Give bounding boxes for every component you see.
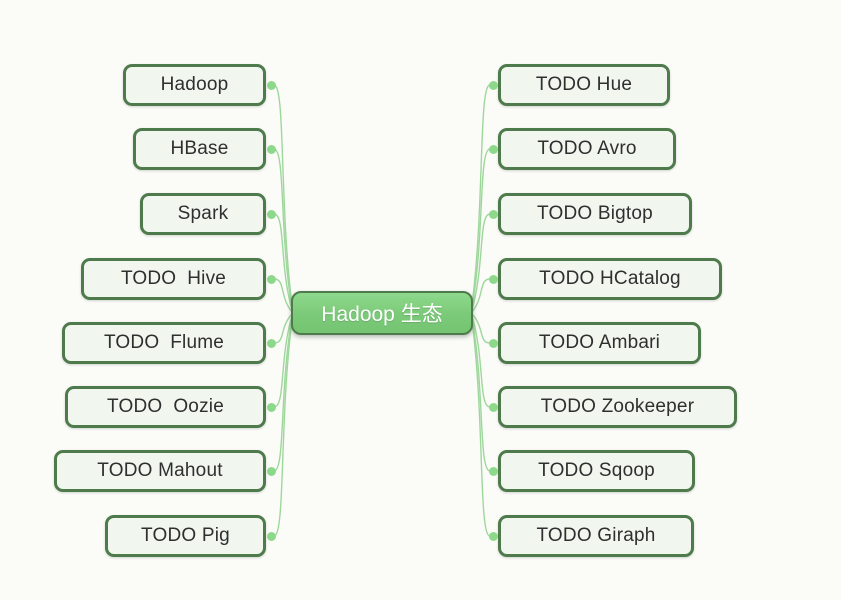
connector-dot-todo-hive bbox=[266, 274, 276, 284]
edge-connector bbox=[470, 312, 491, 537]
connector-dot-todo-zookeeper bbox=[488, 402, 498, 412]
edge-connector bbox=[470, 278, 491, 314]
connector-dot-hbase bbox=[266, 144, 276, 154]
edge-connector bbox=[273, 84, 294, 314]
node-label: TODO Bigtop bbox=[537, 203, 653, 224]
node-label: TODO Giraph bbox=[536, 525, 656, 546]
connector-dot-todo-ambari bbox=[488, 338, 498, 348]
node-todo-pig[interactable]: TODO Pig bbox=[105, 515, 266, 557]
node-todo-zookeeper[interactable]: TODO Zookeeper bbox=[498, 386, 737, 428]
node-todo-hue[interactable]: TODO Hue bbox=[498, 64, 670, 106]
edge-connector bbox=[470, 312, 491, 408]
connector-dot-todo-mahout bbox=[266, 466, 276, 476]
node-label: TODO Sqoop bbox=[538, 460, 655, 481]
node-todo-hcatalog[interactable]: TODO HCatalog bbox=[498, 258, 722, 300]
node-label: Spark bbox=[177, 203, 229, 224]
edge-connector bbox=[273, 312, 294, 537]
connector-dot-todo-sqoop bbox=[488, 466, 498, 476]
edge-connector bbox=[273, 312, 294, 472]
edge-connector bbox=[470, 312, 491, 472]
node-hbase[interactable]: HBase bbox=[133, 128, 266, 170]
edge-connector bbox=[273, 312, 294, 408]
node-todo-flume[interactable]: TODO Flume bbox=[62, 322, 266, 364]
node-label: TODO Zookeeper bbox=[540, 396, 695, 417]
connector-dot-todo-bigtop bbox=[488, 209, 498, 219]
node-label: TODO Ambari bbox=[538, 332, 661, 353]
node-spark[interactable]: Spark bbox=[140, 193, 266, 235]
node-label: Hadoop bbox=[160, 74, 229, 95]
edge-connector bbox=[470, 84, 491, 314]
connector-dot-spark bbox=[266, 209, 276, 219]
node-label: TODO Hive bbox=[120, 268, 227, 289]
node-todo-bigtop[interactable]: TODO Bigtop bbox=[498, 193, 692, 235]
node-todo-giraph[interactable]: TODO Giraph bbox=[498, 515, 694, 557]
node-label: TODO Pig bbox=[141, 525, 230, 546]
edge-connector bbox=[273, 213, 294, 314]
node-hadoop[interactable]: Hadoop bbox=[123, 64, 266, 106]
center-node-hadoop-ecosystem[interactable]: Hadoop 生态 bbox=[291, 291, 473, 335]
node-todo-sqoop[interactable]: TODO Sqoop bbox=[498, 450, 695, 492]
connector-dot-todo-hcatalog bbox=[488, 274, 498, 284]
edge-connector bbox=[470, 213, 491, 314]
node-todo-avro[interactable]: TODO Avro bbox=[498, 128, 676, 170]
connector-dot-todo-oozie bbox=[266, 402, 276, 412]
node-label: HBase bbox=[170, 138, 229, 159]
connector-dot-todo-flume bbox=[266, 338, 276, 348]
node-todo-ambari[interactable]: TODO Ambari bbox=[498, 322, 701, 364]
edge-connector bbox=[470, 312, 491, 344]
node-todo-oozie[interactable]: TODO Oozie bbox=[65, 386, 266, 428]
node-todo-mahout[interactable]: TODO Mahout bbox=[54, 450, 266, 492]
node-label: TODO Mahout bbox=[97, 460, 223, 481]
node-label: TODO Oozie bbox=[107, 396, 224, 417]
connector-dot-todo-hue bbox=[488, 80, 498, 90]
node-label: TODO Hue bbox=[535, 74, 633, 95]
edge-connector bbox=[273, 148, 294, 314]
connector-dot-todo-avro bbox=[488, 144, 498, 154]
connector-dot-todo-pig bbox=[266, 531, 276, 541]
node-label: TODO HCatalog bbox=[539, 268, 681, 289]
edge-connector bbox=[470, 148, 491, 314]
connector-dot-todo-giraph bbox=[488, 531, 498, 541]
connector-dot-hadoop bbox=[266, 80, 276, 90]
node-todo-hive[interactable]: TODO Hive bbox=[81, 258, 266, 300]
node-label: TODO Avro bbox=[537, 138, 637, 159]
node-label: TODO Flume bbox=[103, 332, 225, 353]
